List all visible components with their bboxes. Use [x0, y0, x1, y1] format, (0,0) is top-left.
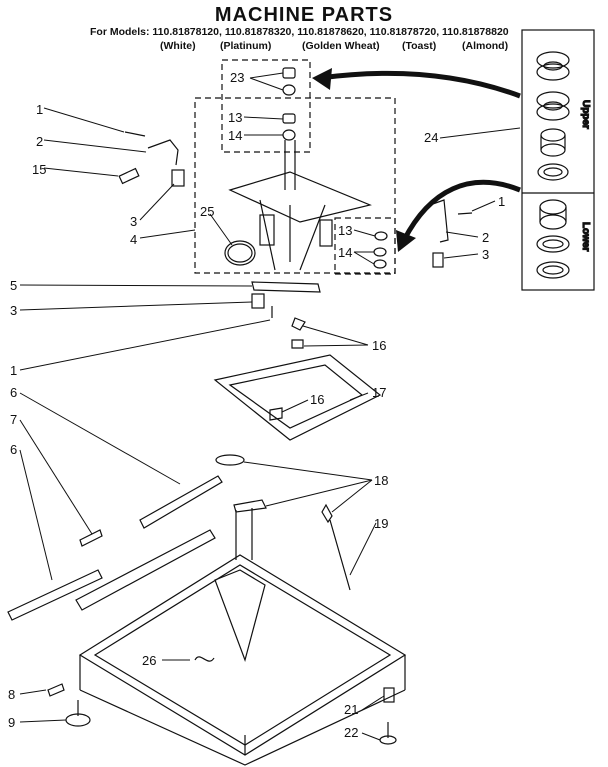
rail-upper: [139, 475, 223, 529]
lower-seal-set: [536, 199, 570, 279]
callout-21: 21: [344, 702, 358, 717]
callout-3-mid: 3: [10, 303, 17, 318]
callout-1-mid: 1: [10, 363, 17, 378]
callout-14: 14: [228, 128, 242, 143]
arrow-to-side-box: [401, 179, 521, 242]
dashed-boxes: [194, 59, 396, 275]
callout-6: 6: [10, 385, 17, 400]
callout-2: 2: [36, 134, 43, 149]
top-bearings: [282, 67, 296, 141]
base-frame: [78, 519, 407, 766]
callout-8: 8: [8, 687, 15, 702]
callout-16-lower: 16: [310, 392, 324, 407]
leader-lines: [19, 72, 521, 741]
callout-3-right: 3: [482, 247, 489, 262]
color-golden-wheat: (Golden Wheat): [302, 40, 380, 52]
lower-label: Lower: [580, 222, 591, 252]
callout-1-right: 1: [498, 194, 505, 209]
mounting-bracket: [147, 139, 179, 166]
left-small-parts: [118, 131, 185, 187]
diagram-title: MACHINE PARTS: [214, 4, 394, 26]
color-toast: (Toast): [402, 40, 437, 52]
callout-5: 5: [10, 278, 17, 293]
callout-14-side: 14: [338, 245, 352, 260]
bearing-box-top: [221, 59, 311, 153]
callout-24: 24: [424, 130, 438, 145]
callout-9: 9: [8, 715, 15, 730]
callout-22: 22: [344, 725, 358, 740]
callout-18: 18: [374, 473, 388, 488]
callout-4: 4: [130, 232, 137, 247]
models-line: For Models: 110.81878120, 110.81878320, …: [90, 26, 509, 38]
right-small-parts: [429, 199, 473, 268]
callout-13: 13: [228, 110, 242, 125]
upper-label: Upper: [580, 100, 591, 129]
spring-7: [79, 529, 103, 547]
bearing-box-side: [334, 217, 396, 275]
callout-15: 15: [32, 162, 46, 177]
center-post: [215, 454, 333, 560]
callout-1: 1: [36, 102, 43, 117]
arrowhead-side: [396, 230, 416, 252]
right-spring: [432, 252, 444, 268]
upper-seal-set: [536, 51, 570, 181]
arrowhead-top: [312, 68, 332, 90]
color-white: (White): [160, 40, 196, 52]
callout-23: 23: [230, 70, 244, 85]
callout-13-side: 13: [338, 223, 352, 238]
callout-labels: 1 2 15 3 4 25 23 13 14 24 1 2 3 13 14 5 …: [8, 70, 505, 740]
callout-2-right: 2: [482, 230, 489, 245]
pointer-arrows: [319, 70, 521, 242]
mechanism-box: [194, 97, 396, 274]
belt-ring: [224, 240, 256, 266]
side-rails: [7, 475, 223, 621]
spring-part: [171, 169, 185, 187]
arrow-to-top-box: [319, 70, 521, 99]
seal-inset: Upper Lower: [521, 29, 595, 291]
callout-26: 26: [142, 653, 156, 668]
callout-17: 17: [372, 385, 386, 400]
color-almond: (Almond): [462, 40, 509, 52]
callout-6-lower: 6: [10, 442, 17, 457]
right-bracket: [429, 199, 449, 243]
suspension-frame: [213, 317, 382, 441]
side-bearings: [373, 231, 388, 269]
callout-7: 7: [10, 412, 17, 427]
rail-lower: [7, 569, 103, 621]
callout-19: 19: [374, 516, 388, 531]
gearcase-assembly: [224, 140, 372, 271]
seal-inset-frame: [521, 29, 595, 291]
color-platinum: (Platinum): [220, 40, 272, 52]
callout-3: 3: [130, 214, 137, 229]
middle-bracket-parts: [251, 281, 321, 318]
pin-part: [118, 167, 140, 185]
callout-25: 25: [200, 204, 214, 219]
callout-16: 16: [372, 338, 386, 353]
clip-26: [194, 656, 215, 662]
